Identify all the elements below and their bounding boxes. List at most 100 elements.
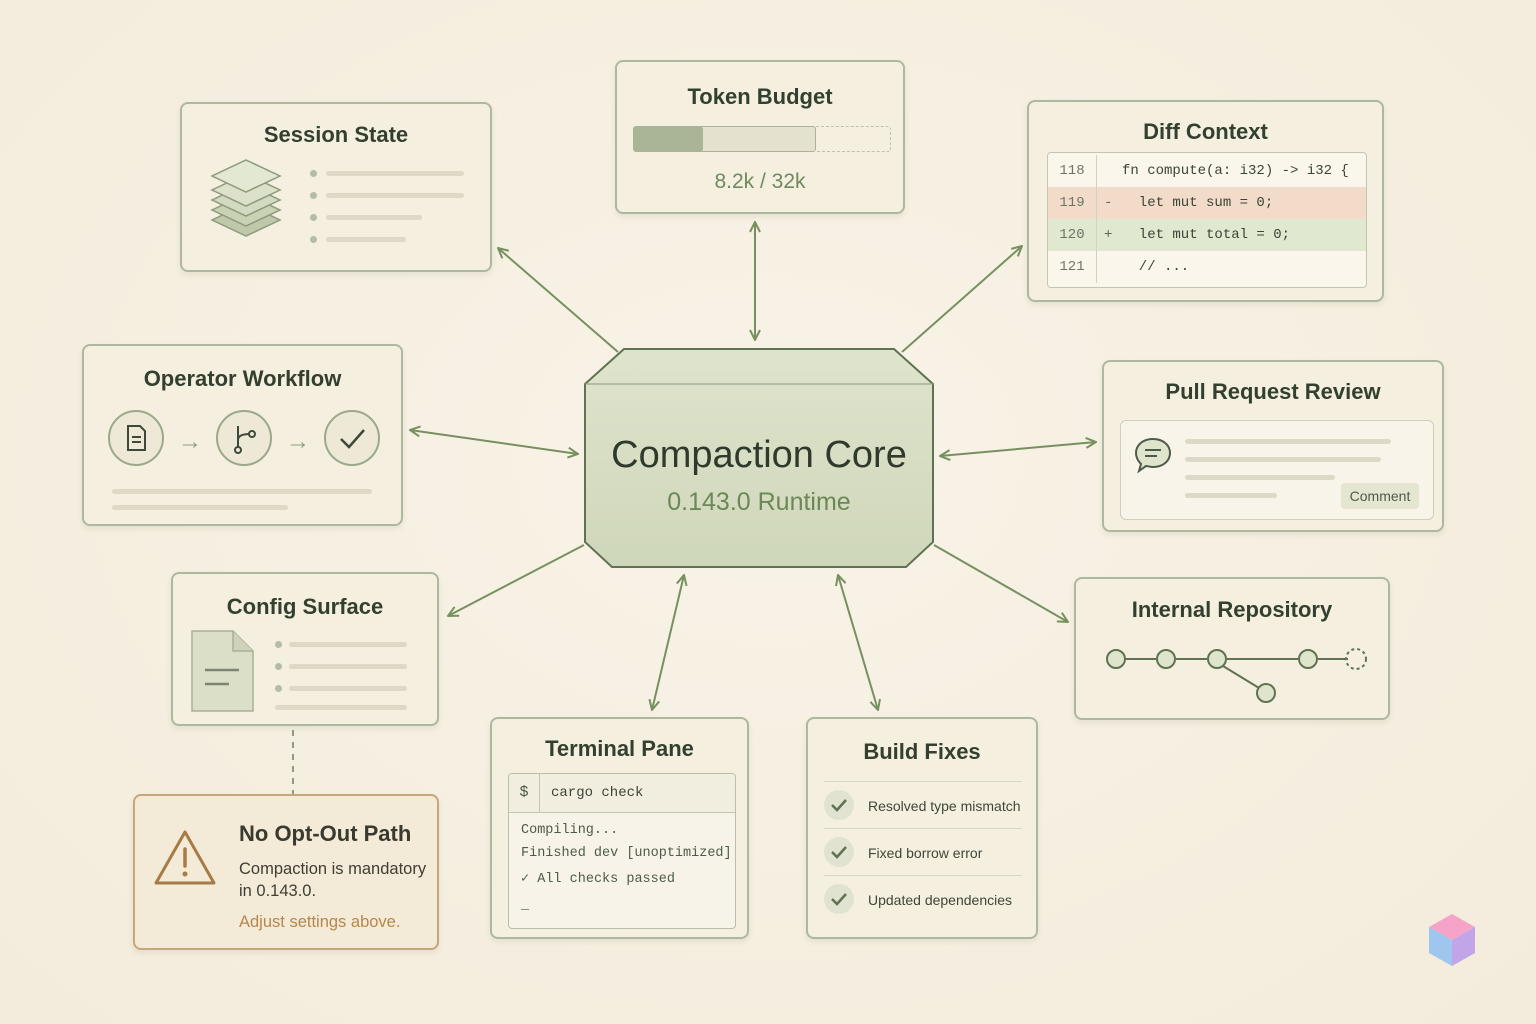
session-state-card[interactable]: Session State: [180, 102, 492, 272]
pending-commit-node: [1345, 648, 1367, 670]
check-circle-icon: [824, 790, 854, 820]
list-bullet: [275, 685, 282, 692]
core-shape: [584, 348, 934, 568]
line-number: 119: [1048, 187, 1097, 219]
arrow-right-icon: →: [178, 428, 202, 455]
diff-view: 118 fn compute(a: i32) -> i32 { 119 - le…: [1047, 152, 1367, 288]
terminal-pane-card[interactable]: Terminal Pane $ cargo check Compiling...…: [490, 717, 749, 939]
connector-pull-request-review: [940, 442, 1096, 456]
config-surface-title: Config Surface: [226, 594, 384, 619]
core-title: Compaction Core: [611, 434, 907, 476]
diff-sign: +: [1104, 227, 1113, 243]
brand-cube-logo: [1429, 914, 1475, 966]
commit-graph: [1106, 648, 1367, 703]
terminal-output-line: ✓ All checks passed: [521, 872, 675, 887]
compaction-core-node[interactable]: Compaction Core 0.143.0 Runtime: [584, 348, 934, 568]
line-number: 121: [1048, 251, 1097, 283]
terminal-window[interactable]: $ cargo check Compiling... Finished dev …: [508, 773, 736, 929]
placeholder-line: [1185, 439, 1391, 444]
workflow-step-branch: [216, 410, 272, 466]
progress-fill: [634, 127, 703, 151]
placeholder-line: [289, 642, 407, 647]
internal-repository-title: Internal Repository: [1131, 597, 1333, 622]
diff-code: let mut total = 0;: [1122, 227, 1291, 243]
diff-context-title: Diff Context: [1143, 119, 1268, 144]
build-fixes-title: Build Fixes: [863, 739, 981, 764]
connector-internal-repository: [933, 544, 1068, 622]
terminal-command-row: $ cargo check: [509, 774, 735, 813]
stack-layers-icon: [210, 159, 282, 237]
build-fixes-card[interactable]: Build Fixes Resolved type mismatch Fixed…: [806, 717, 1038, 939]
token-budget-card[interactable]: Token Budget 8.2k / 32k: [615, 60, 905, 214]
terminal-command: cargo check: [551, 785, 644, 801]
build-fix-label: Fixed borrow error: [868, 845, 983, 861]
build-fix-label: Resolved type mismatch: [868, 798, 1021, 814]
terminal-cursor: _: [521, 898, 530, 913]
placeholder-line: [326, 171, 464, 176]
token-budget-progress-bar: [633, 126, 891, 152]
config-file-icon: [191, 630, 254, 712]
commit-node: [1256, 683, 1276, 703]
token-budget-title: Token Budget: [687, 84, 833, 109]
core-version: 0.143.0 Runtime: [667, 488, 851, 516]
placeholder-line: [289, 686, 407, 691]
placeholder-line: [326, 215, 422, 220]
pull-request-review-title: Pull Request Review: [1165, 379, 1381, 404]
diff-code: fn compute(a: i32) -> i32 {: [1122, 163, 1349, 179]
terminal-pane-title: Terminal Pane: [545, 736, 694, 761]
placeholder-line: [289, 664, 407, 669]
progress-remaining: [816, 126, 891, 152]
connector-terminal-pane: [652, 575, 684, 710]
connector-build-fixes: [838, 575, 878, 710]
commit-node: [1207, 649, 1227, 669]
diff-row-added: 120 + let mut total = 0;: [1048, 219, 1366, 251]
placeholder-line: [275, 705, 407, 710]
placeholder-line: [1185, 475, 1335, 480]
placeholder-line: [112, 505, 288, 510]
diff-code: let mut sum = 0;: [1122, 195, 1274, 211]
git-branch-icon: [234, 426, 256, 454]
commit-node: [1298, 649, 1318, 669]
token-budget-value: 8.2k / 32k: [714, 170, 806, 193]
placeholder-line: [112, 489, 372, 494]
arrow-right-icon: →: [286, 428, 310, 455]
comment-button[interactable]: Comment: [1341, 483, 1419, 509]
internal-repository-card[interactable]: Internal Repository: [1074, 577, 1390, 720]
terminal-output-line: Finished dev [unoptimized]: [521, 846, 732, 861]
connector-config-surface: [448, 544, 585, 616]
connector-session-state: [498, 248, 619, 353]
workflow-step-done: [324, 410, 380, 466]
commit-node: [1156, 649, 1176, 669]
diff-row: 121 // ...: [1048, 251, 1366, 283]
connector-diff-context: [901, 246, 1022, 353]
warning-triangle-icon: [154, 830, 216, 885]
document-icon: [127, 425, 146, 451]
placeholder-line: [1185, 493, 1277, 498]
list-bullet: [310, 236, 317, 243]
operator-workflow-title: Operator Workflow: [143, 366, 342, 391]
warning-title: No Opt-Out Path: [239, 821, 412, 846]
list-bullet: [310, 192, 317, 199]
checkmark-icon: [340, 429, 365, 449]
adjust-settings-link[interactable]: Adjust settings above.: [239, 913, 401, 931]
no-opt-out-warning-card[interactable]: No Opt-Out Path Compaction is mandatory …: [133, 794, 439, 950]
build-fix-item: Updated dependencies: [824, 875, 1022, 923]
operator-workflow-card[interactable]: Operator Workflow → →: [82, 344, 403, 526]
line-number: 118: [1048, 155, 1097, 187]
comment-bubble-icon: [1134, 437, 1172, 474]
line-number: 120: [1048, 219, 1097, 251]
diff-context-card[interactable]: Diff Context 118 fn compute(a: i32) -> i…: [1027, 100, 1384, 302]
list-bullet: [310, 170, 317, 177]
placeholder-line: [326, 193, 464, 198]
commit-node: [1106, 649, 1126, 669]
session-state-title: Session State: [263, 122, 409, 147]
connector-operator-workflow: [410, 430, 578, 454]
config-surface-card[interactable]: Config Surface: [171, 572, 439, 726]
list-bullet: [310, 214, 317, 221]
pull-request-review-card[interactable]: Pull Request Review Comment: [1102, 360, 1444, 532]
review-panel: Comment: [1120, 420, 1434, 520]
build-fix-label: Updated dependencies: [868, 892, 1013, 908]
diff-code: // ...: [1122, 259, 1190, 275]
